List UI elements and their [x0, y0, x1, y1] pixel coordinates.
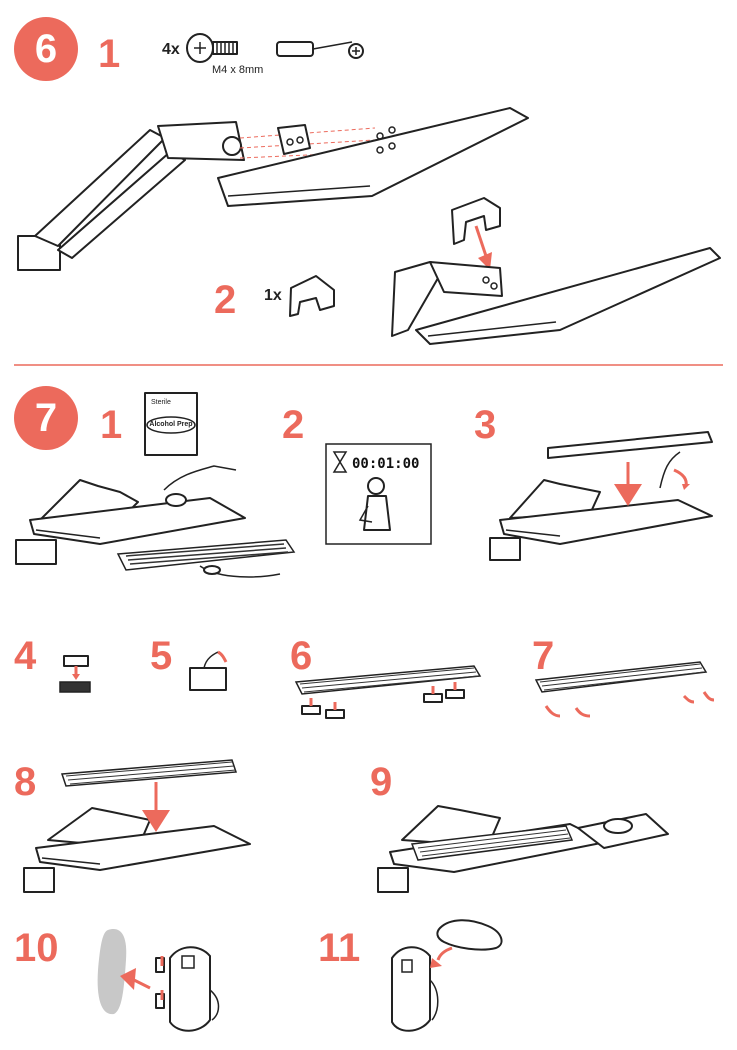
peel-backing-icon [189, 650, 228, 691]
keyboard-mount-illustration [23, 759, 251, 893]
step-7-11-number: 11 [318, 926, 361, 970]
wait-timer-panel [325, 443, 432, 545]
screw-size-label: M4 x 8mm [212, 64, 264, 76]
keyboard-tray-illustration [217, 107, 529, 207]
screw-icon [186, 33, 238, 63]
step-7-5-number: 5 [150, 634, 173, 678]
bracket-cover-detached [451, 197, 501, 245]
wipe-sterile-label: Sterile [151, 399, 171, 406]
screwdriver-icon [276, 41, 364, 59]
adhesive-pad-icon [59, 655, 91, 693]
step-7-8-number: 8 [14, 760, 37, 804]
keyboard-illustration [116, 539, 296, 578]
final-tray-illustration [377, 805, 669, 893]
attach-arrow [474, 225, 492, 270]
screw-quantity: 4x [162, 41, 180, 58]
step-6-2-number: 2 [214, 278, 237, 322]
bracket-cover-icon [289, 275, 335, 317]
keyboard-pads-illustration [294, 665, 482, 719]
step-7-9-number: 9 [370, 760, 393, 804]
holder-mount-illustration [97, 929, 220, 1032]
alcohol-prep-wipe-icon [144, 392, 198, 456]
tray-cleaning-illustration [15, 465, 246, 565]
wait-timer-text: 00:01:00 [352, 456, 420, 472]
step-7-2-number: 2 [282, 403, 305, 447]
step-7-3-number: 3 [474, 403, 497, 447]
tray-pad-illustration [489, 431, 713, 561]
step-7-10-number: 10 [14, 926, 59, 970]
step-7-6-number: 6 [290, 634, 313, 678]
mouse-holder-illustration [391, 919, 503, 1032]
step-7-1-number: 1 [100, 403, 123, 447]
step-7-4-number: 4 [14, 634, 37, 678]
keyboard-peel-illustration [534, 661, 715, 718]
step-6-badge: 6 [14, 17, 78, 81]
step-6-1-number: 1 [98, 32, 121, 76]
tray-assembled-illustration [391, 247, 721, 345]
step-7-badge: 7 [14, 386, 78, 450]
wipe-brand-label: Alcohol Prep [149, 421, 193, 428]
monitor-arm-illustration [17, 121, 245, 271]
step-7-7-number: 7 [532, 634, 555, 678]
bracket-quantity: 1x [264, 287, 282, 304]
